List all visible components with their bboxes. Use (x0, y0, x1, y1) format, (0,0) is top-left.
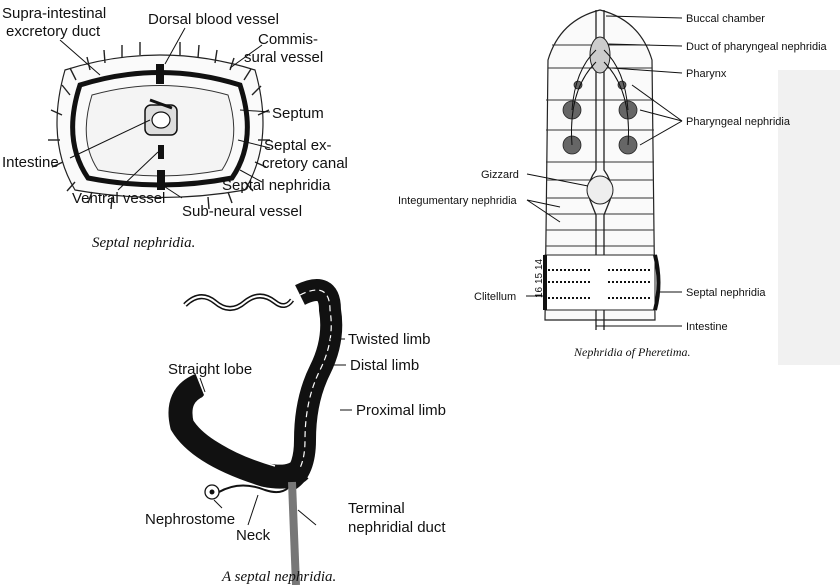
twisted-limb-highlight (184, 295, 293, 310)
label-septal-canal-2: cretory canal (262, 155, 348, 172)
clitellum-right-edge (653, 254, 661, 311)
ventral-vessel (158, 145, 164, 159)
label-intestine-cs: Intestine (2, 154, 59, 171)
caption-pheretima: Nephridia of Pheretima. (573, 345, 691, 359)
page-edge-shadow (778, 70, 840, 365)
septal-nephridia-tufts (48, 42, 270, 210)
sub-neural-vessel (157, 170, 165, 190)
label-nephrostome: Nephrostome (145, 511, 235, 528)
label-supra-intestinal-2: excretory duct (6, 23, 101, 40)
caption-septal-nephridium: A septal nephridia. (221, 569, 336, 585)
label-neck: Neck (236, 527, 271, 544)
label-pharyngeal-nephridia: Pharyngeal nephridia (686, 116, 791, 128)
label-straight-lobe: Straight lobe (168, 361, 252, 378)
label-segment-16: 16 (534, 286, 545, 298)
label-intestine-ph: Intestine (686, 321, 728, 333)
label-septal-nephridia-cs: Septal nephridia (222, 177, 331, 194)
label-commissural-1: Commis- (258, 31, 318, 48)
pharynx-swelling (589, 36, 611, 74)
straight-lobe-lumen (196, 394, 276, 467)
label-terminal-2: nephridial duct (348, 519, 446, 536)
septal-nephridia-rows (548, 269, 652, 299)
label-buccal-chamber: Buccal chamber (686, 13, 765, 25)
caption-septal-nephridia: Septal nephridia. (92, 235, 195, 251)
label-integumentary-nephridia: Integumentary nephridia (398, 195, 518, 207)
septal-excretory-ring (70, 70, 250, 188)
label-septal-canal-1: Septal ex- (264, 137, 332, 154)
label-septal-nephridia-ph: Septal nephridia (686, 287, 766, 299)
cross-section-diagram: Supra-intestinal excretory duct Dorsal b… (2, 5, 348, 251)
label-twisted-limb: Twisted limb (348, 331, 431, 348)
distal-proximal-bundle (283, 279, 343, 490)
label-segment-15: 15 (534, 272, 545, 284)
intestine-cross-section (144, 98, 178, 136)
septal-nephridium-diagram: Twisted limb Distal limb Straight lobe P… (145, 279, 446, 585)
terminal-nephridial-duct (288, 481, 300, 585)
label-dorsal-blood-vessel: Dorsal blood vessel (148, 11, 279, 28)
label-ventral-vessel: Ventral vessel (72, 190, 165, 207)
cross-section-leaders (59, 27, 271, 199)
label-terminal-1: Terminal (348, 500, 405, 517)
label-sub-neural-vessel: Sub-neural vessel (182, 203, 302, 220)
pharyngeal-ducts (571, 49, 629, 146)
septal-nephridium-leaders (199, 338, 352, 526)
bundle-lumen-line (289, 289, 332, 481)
label-distal-limb: Distal limb (350, 357, 419, 374)
label-commissural-2: sural vessel (244, 49, 323, 66)
dorsal-blood-vessel (156, 64, 164, 84)
straight-lobe (168, 373, 309, 489)
label-gizzard: Gizzard (481, 169, 519, 181)
gizzard-swelling (586, 175, 614, 205)
label-pharynx: Pharynx (686, 68, 727, 80)
pheretima-diagram: Buccal chamber Duct of pharyngeal nephri… (398, 9, 840, 365)
label-clitellum: Clitellum (474, 291, 516, 303)
nephrostome-funnel (204, 484, 289, 500)
label-supra-intestinal-1: Supra-intestinal (2, 5, 106, 22)
label-segment-14: 14 (534, 258, 545, 270)
label-duct-pharyngeal: Duct of pharyngeal nephridia (686, 41, 828, 53)
pheretima-leaders (526, 15, 683, 327)
label-proximal-limb: Proximal limb (356, 402, 446, 419)
label-septum: Septum (272, 105, 324, 122)
